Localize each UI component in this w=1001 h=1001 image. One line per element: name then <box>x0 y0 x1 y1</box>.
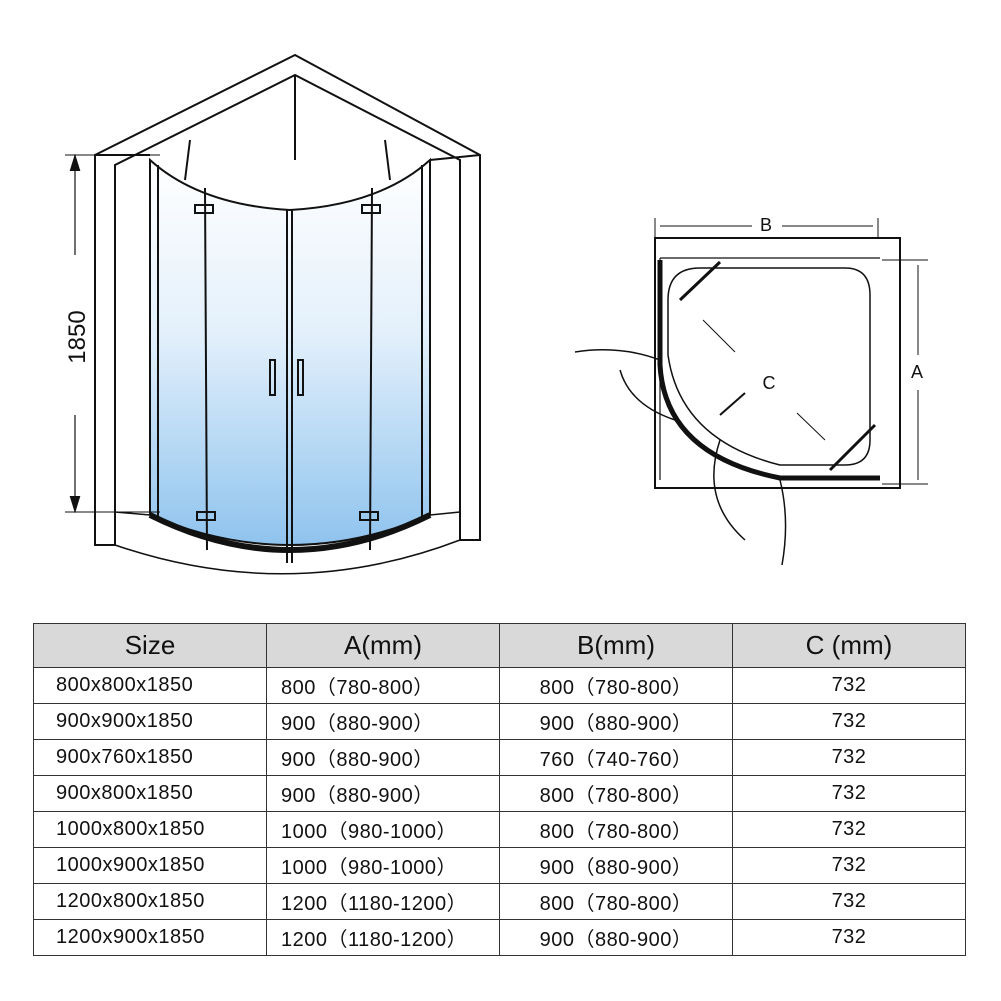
cell-b: 800（780-800） <box>499 775 733 812</box>
cell-c: 732 <box>732 847 966 884</box>
table-header-row: Size A(mm) B(mm) C (mm) <box>33 623 966 668</box>
cell-a: 1200（1180-1200） <box>266 919 500 956</box>
cell-size: 900x800x1850 <box>33 775 267 812</box>
perspective-view <box>65 53 481 575</box>
cell-a: 800（780-800） <box>266 667 500 704</box>
cell-c: 732 <box>732 667 966 704</box>
cell-size: 1000x800x1850 <box>33 811 267 848</box>
dimension-b-label: B <box>760 215 772 235</box>
cell-c: 732 <box>732 775 966 812</box>
glass-doors <box>149 157 431 546</box>
cell-a: 1000（980-1000） <box>266 811 500 848</box>
door-handle-left <box>269 359 276 396</box>
header-c: C (mm) <box>732 623 966 668</box>
cell-size: 900x760x1850 <box>33 739 267 776</box>
cell-c: 732 <box>732 811 966 848</box>
cell-a: 900（880-900） <box>266 739 500 776</box>
cell-size: 800x800x1850 <box>33 667 267 704</box>
cell-b: 800（780-800） <box>499 883 733 920</box>
cell-size: 1200x900x1850 <box>33 919 267 956</box>
dimension-a-label: A <box>911 362 923 382</box>
plan-view <box>574 218 928 566</box>
cell-size: 1200x800x1850 <box>33 883 267 920</box>
cell-b: 900（880-900） <box>499 703 733 740</box>
header-size: Size <box>33 623 267 668</box>
header-a: A(mm) <box>266 623 500 668</box>
cell-c: 732 <box>732 703 966 740</box>
cell-a: 1000（980-1000） <box>266 847 500 884</box>
cell-c: 732 <box>732 919 966 956</box>
header-b: B(mm) <box>499 623 733 668</box>
dimension-c-label: C <box>763 373 776 393</box>
cell-a: 1200（1180-1200） <box>266 883 500 920</box>
cell-a: 900（880-900） <box>266 775 500 812</box>
cell-b: 900（880-900） <box>499 847 733 884</box>
cell-c: 732 <box>732 739 966 776</box>
cell-b: 800（780-800） <box>499 667 733 704</box>
cell-b: 900（880-900） <box>499 919 733 956</box>
shower-enclosure-diagram: 1850 B A C <box>64 53 928 575</box>
door-handle-right <box>297 359 304 396</box>
wall-corner <box>94 53 481 546</box>
cell-a: 900（880-900） <box>266 703 500 740</box>
cell-size: 1000x900x1850 <box>33 847 267 884</box>
tray-outline <box>654 237 901 489</box>
cell-size: 900x900x1850 <box>33 703 267 740</box>
cell-b: 800（780-800） <box>499 811 733 848</box>
cell-b: 760（740-760） <box>499 739 733 776</box>
height-dimension-label: 1850 <box>64 310 91 363</box>
cell-c: 732 <box>732 883 966 920</box>
